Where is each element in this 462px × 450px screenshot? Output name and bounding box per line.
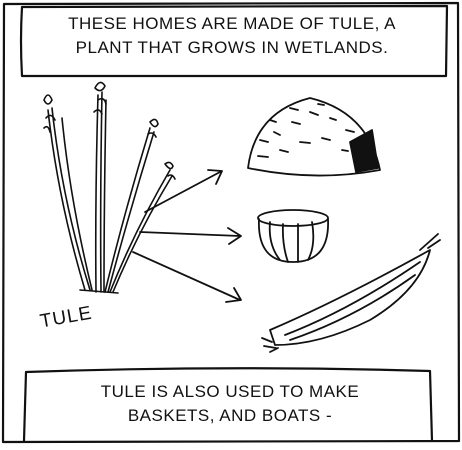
- bottom-caption-line-1: TULE IS ALSO USED TO MAKE: [40, 380, 420, 404]
- bottom-caption-line-2: BASKETS, AND BOATS -: [40, 404, 420, 428]
- top-caption-line-2: PLANT THAT GROWS IN WETLANDS.: [24, 36, 440, 60]
- arrows: [133, 170, 241, 302]
- top-caption-line-1: THESE HOMES ARE MADE OF TULE, A: [24, 12, 440, 36]
- top-caption: THESE HOMES ARE MADE OF TULE, A PLANT TH…: [24, 12, 440, 60]
- tule-basket-drawing: [258, 210, 328, 262]
- bottom-caption: TULE IS ALSO USED TO MAKE BASKETS, AND B…: [40, 380, 420, 428]
- tule-house-drawing: [248, 98, 380, 176]
- tule-boat-drawing: [262, 234, 440, 352]
